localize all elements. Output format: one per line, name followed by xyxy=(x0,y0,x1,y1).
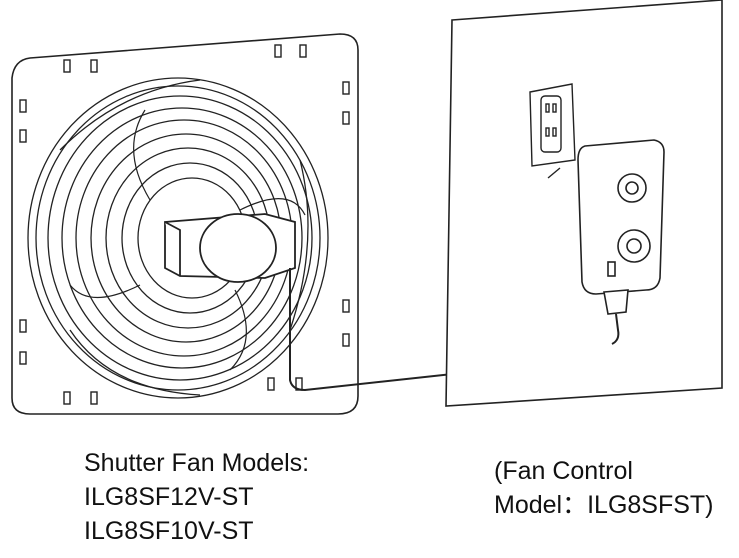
fan-model-12v: ILG8SF12V-ST xyxy=(84,483,254,511)
wall-outlet xyxy=(529,83,576,179)
control-model-caption: (Fan Control Model：ILG8SFST) xyxy=(494,454,714,522)
fan-guard xyxy=(27,77,329,399)
fan-blades xyxy=(69,109,306,371)
fan-models-caption: Shutter Fan Models: ILG8SF12V-ST ILG8SF1… xyxy=(84,446,309,548)
control-model-title: (Fan Control xyxy=(494,457,633,485)
controller-cord xyxy=(611,313,620,345)
fan-models-title: Shutter Fan Models: xyxy=(84,449,310,477)
fan-speed-controller xyxy=(577,139,665,315)
mounting-slots xyxy=(19,44,350,405)
fan-model-10v: ILG8SF10V-ST xyxy=(84,517,254,545)
fan-motor xyxy=(164,213,296,283)
shutter-fan xyxy=(11,33,619,415)
control-model-number: Model：ILG8SFST) xyxy=(494,491,714,519)
